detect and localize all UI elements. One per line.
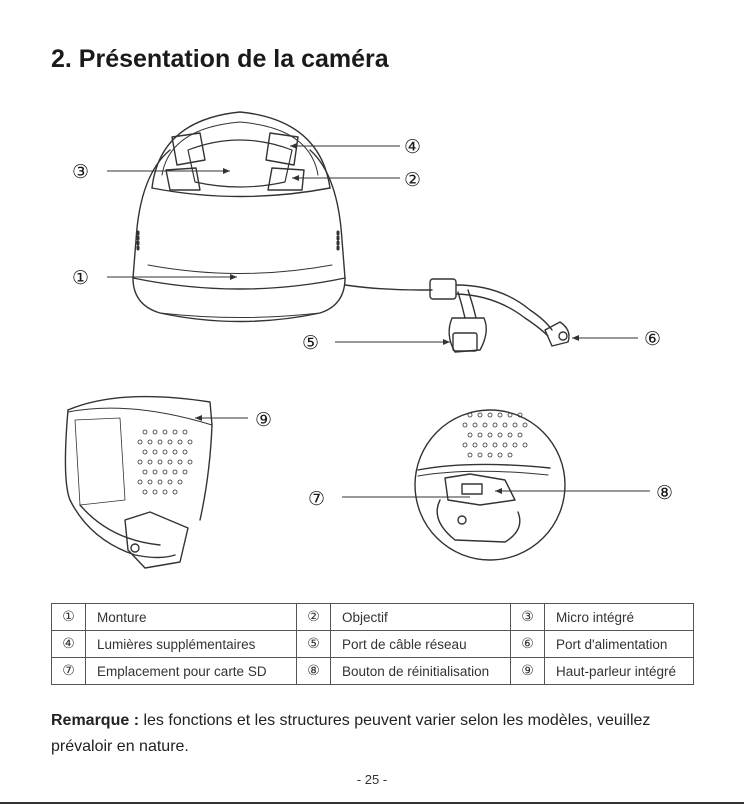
part-number: ①	[51, 603, 86, 631]
callout-3: ③	[72, 161, 89, 183]
part-label: Micro intégré	[544, 603, 694, 631]
part-label: Monture	[85, 603, 297, 631]
note-paragraph: Remarque : les fonctions et les structur…	[51, 708, 711, 760]
bottom-divider	[0, 802, 744, 804]
page-number: - 25 -	[356, 772, 388, 787]
part-label: Port de câble réseau	[330, 630, 511, 658]
callout-7: ⑦	[308, 488, 325, 510]
part-number: ⑦	[51, 657, 86, 685]
table-row: ④ Lumières supplémentaires ⑤ Port de câb…	[51, 630, 694, 658]
part-label: Lumières supplémentaires	[85, 630, 297, 658]
note-text: les fonctions et les structures peuvent …	[51, 712, 651, 755]
part-number: ⑧	[296, 657, 331, 685]
part-label: Emplacement pour carte SD	[85, 657, 297, 685]
callout-5: ⑤	[302, 332, 319, 354]
part-number: ⑥	[510, 630, 545, 658]
part-number: ③	[510, 603, 545, 631]
part-label: Port d'alimentation	[544, 630, 694, 658]
page-title: 2. Présentation de la caméra	[51, 45, 389, 73]
parts-table: ① Monture ② Objectif ③ Micro intégré ④ L…	[51, 603, 694, 685]
callout-8: ⑧	[656, 482, 673, 504]
callout-6: ⑥	[644, 328, 661, 350]
table-row: ⑦ Emplacement pour carte SD ⑧ Bouton de …	[51, 657, 694, 685]
part-number: ⑨	[510, 657, 545, 685]
callout-4: ④	[404, 136, 421, 158]
part-label: Bouton de réinitialisation	[330, 657, 511, 685]
table-row: ① Monture ② Objectif ③ Micro intégré	[51, 603, 694, 631]
part-number: ④	[51, 630, 86, 658]
camera-illustration: ③ ④ ② ① ⑤ ⑥ ⑨ ⑦ ⑧	[0, 95, 744, 590]
part-number: ⑤	[296, 630, 331, 658]
camera-diagram: ③ ④ ② ① ⑤ ⑥ ⑨ ⑦ ⑧	[64, 111, 673, 569]
callout-9: ⑨	[255, 409, 272, 431]
callout-2: ②	[404, 169, 421, 191]
part-label: Haut-parleur intégré	[544, 657, 694, 685]
note-label: Remarque :	[51, 712, 140, 729]
part-number: ②	[296, 603, 331, 631]
part-label: Objectif	[330, 603, 511, 631]
callout-1: ①	[72, 267, 89, 289]
